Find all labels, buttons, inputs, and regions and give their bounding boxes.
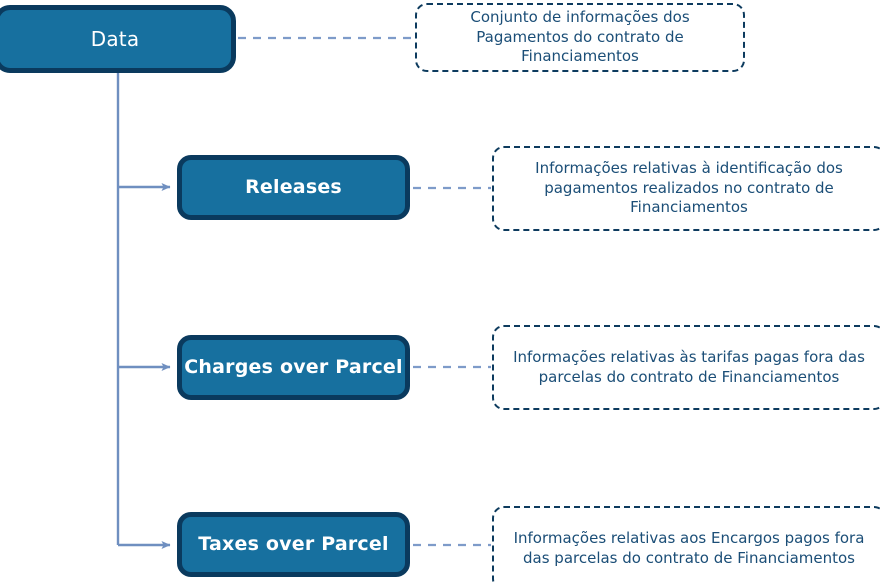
node-releases[interactable]: Releases: [177, 155, 410, 220]
note-releases: Informações relativas à identificação do…: [492, 146, 880, 231]
note-charges-over-parcel-text: Informações relativas às tarifas pagas f…: [513, 347, 865, 386]
note-charges-over-parcel: Informações relativas às tarifas pagas f…: [492, 325, 880, 410]
node-taxes-over-parcel[interactable]: Taxes over Parcel: [177, 512, 410, 577]
node-taxes-over-parcel-label: Taxes over Parcel: [198, 533, 389, 556]
note-taxes-over-parcel-text: Informações relativas aos Encargos pagos…: [513, 528, 865, 567]
node-data-label: Data: [90, 27, 140, 51]
note-data: Conjunto de informações dos Pagamentos d…: [415, 3, 745, 72]
note-data-text: Conjunto de informações dos Pagamentos d…: [470, 7, 690, 66]
node-charges-over-parcel[interactable]: Charges over Parcel: [177, 335, 410, 400]
note-releases-text: Informações relativas à identificação do…: [535, 158, 843, 217]
node-data[interactable]: Data: [0, 5, 236, 73]
note-taxes-over-parcel: Informações relativas aos Encargos pagos…: [492, 506, 880, 584]
node-releases-label: Releases: [245, 176, 342, 199]
node-charges-over-parcel-label: Charges over Parcel: [184, 356, 403, 379]
